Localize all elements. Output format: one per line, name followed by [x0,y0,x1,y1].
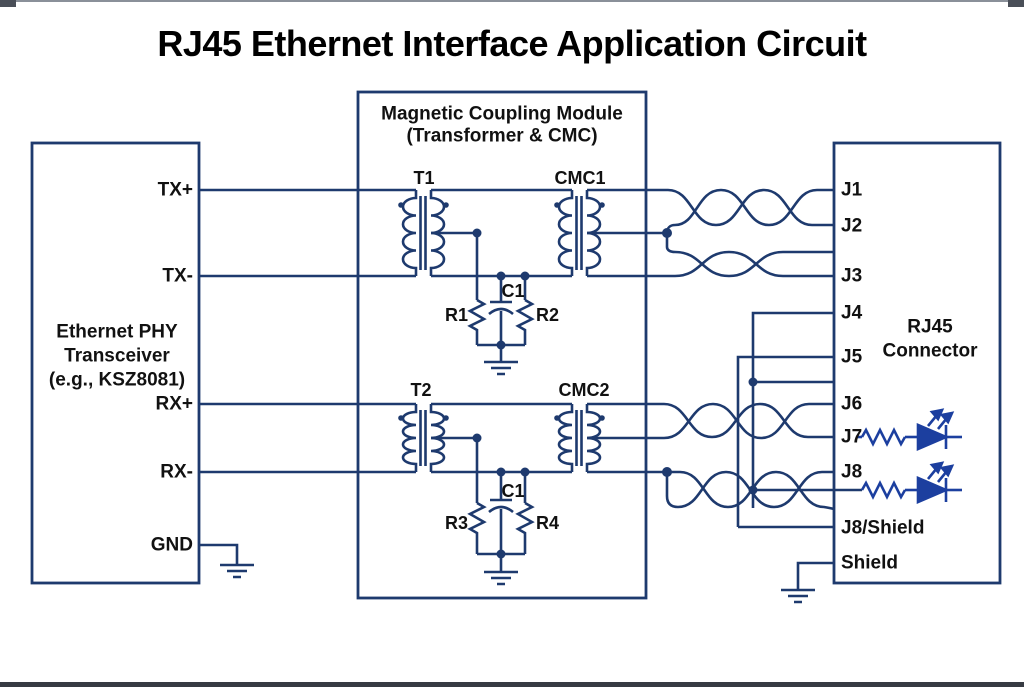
phy-name-line3: (e.g., KSZ8081) [48,369,186,391]
label-cmc2: CMC2 [558,380,610,400]
phy-pin-wires [199,188,416,565]
twisted-pair-icon-tx1 [587,188,834,234]
twisted-pair-icon-tx2 [587,233,834,278]
r1-resistor-icon [467,298,487,345]
upper-rc-network [431,231,535,376]
phy-pin-tx-plus: TX+ [157,179,193,201]
bottom-edge-line [0,682,1024,687]
page-title: RJ45 Ethernet Interface Application Circ… [157,23,867,64]
rj45-pin-label-shield: Shield [841,552,899,574]
label-t1: T1 [413,168,435,188]
top-left-corner-mark [0,0,16,7]
led-icon-j7 [856,408,962,451]
label-r1: R1 [444,305,468,325]
label-r3: R3 [444,513,468,533]
r3-resistor-icon [467,501,487,554]
rj45-title-line1: RJ45 [907,316,953,338]
rj45-pin-label-j3: J3 [841,265,863,287]
rj45-pin-label-j5: J5 [841,346,863,368]
ground-icon [484,360,518,376]
rj45-pin-label-j2: J2 [841,215,863,237]
magnetic-title-line1: Magnetic Coupling Module [381,103,623,125]
magnetic-title-line2: (Transformer & CMC) [406,125,598,147]
phy-pin-gnd: GND [150,534,193,556]
rj45-pin-label-j7: J7 [841,426,863,448]
c1-lower-capacitor-icon [488,472,514,554]
twisted-pair-icon-rx1 [587,402,834,440]
label-c1-upper: C1 [501,281,525,301]
rj45-title-line2: Connector [882,340,978,362]
label-r4: R4 [536,513,560,533]
r4-resistor-icon [515,472,535,554]
twisted-pair-icon-rx2 [665,470,835,511]
rj45-interconnect-wires [736,311,834,590]
resistor-icon [860,427,907,447]
lower-rc-network [431,436,535,586]
rj45-pin-label-j1: J1 [841,179,863,201]
rj45-pin-label-j6: J6 [841,393,863,415]
junction-dots [472,228,758,559]
led-icon-j8 [860,461,962,504]
phase-dots [398,202,605,421]
top-right-corner-mark [1008,0,1024,7]
phy-box-outline [30,141,201,585]
phy-pin-tx-minus: TX- [162,265,193,287]
top-edge-line [0,0,1024,2]
rj45-box-outline [832,141,1002,585]
c1-upper-capacitor-icon [488,276,514,345]
phy-name-line2: Transceiver [64,345,170,367]
ground-icon [781,588,815,604]
label-c1-lower: C1 [501,481,525,501]
phy-pin-rx-plus: RX+ [155,393,194,415]
label-t2: T2 [410,380,432,400]
magnetic-module-box-outline [356,90,648,600]
resistor-icon [860,480,907,500]
rj45-pin-label-j8: J8 [841,461,863,483]
rj45-pin-label-j4: J4 [841,302,863,324]
ground-icon [220,563,254,579]
ground-icon [484,570,518,586]
label-r2: R2 [536,305,560,325]
phy-pin-rx-minus: RX- [160,461,193,483]
rj45-pin-label-j8-shield: J8/Shield [841,517,925,539]
label-cmc1: CMC1 [554,168,606,188]
phy-name-line1: Ethernet PHY [56,321,178,343]
